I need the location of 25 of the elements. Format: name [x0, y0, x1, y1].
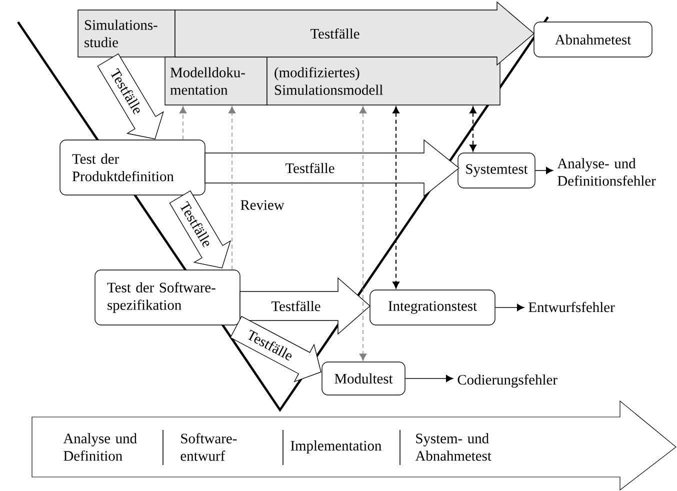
- edge-label: Testfälle: [270, 300, 322, 312]
- test-box: Test der Produktdefinition: [60, 140, 206, 196]
- review-label: Review: [240, 200, 284, 210]
- arrow: [534, 166, 554, 174]
- test-box: Test der Software- spezifikation: [94, 270, 240, 326]
- arrow: [404, 374, 454, 382]
- dashed-arrow: [179, 106, 187, 140]
- dashed-arrow: [228, 106, 236, 270]
- test-box: Systemtest: [458, 152, 536, 188]
- edge-label: Testfälle: [309, 27, 361, 40]
- test-box: Integrationstest: [370, 290, 496, 326]
- error-label: Entwurfsfehler: [528, 302, 615, 312]
- dashed-arrow: [359, 106, 367, 361]
- error-label: Analyse- und Definitionsfehler: [557, 158, 656, 186]
- test-box: Abnahmetest: [534, 22, 652, 58]
- arrow: [494, 304, 524, 312]
- test-box: Modultest: [322, 362, 406, 396]
- edge-label: Testfälle: [284, 162, 336, 174]
- block-arrow: [174, 1, 535, 66]
- process-box: Simulations- studie: [78, 10, 176, 58]
- error-label: Codierungsfehler: [458, 374, 558, 388]
- block-arrow: [204, 139, 460, 197]
- dashed-arrow: [392, 106, 400, 288]
- dashed-arrow: [470, 106, 476, 152]
- process-box: Modelldoku- mentation: [164, 56, 268, 106]
